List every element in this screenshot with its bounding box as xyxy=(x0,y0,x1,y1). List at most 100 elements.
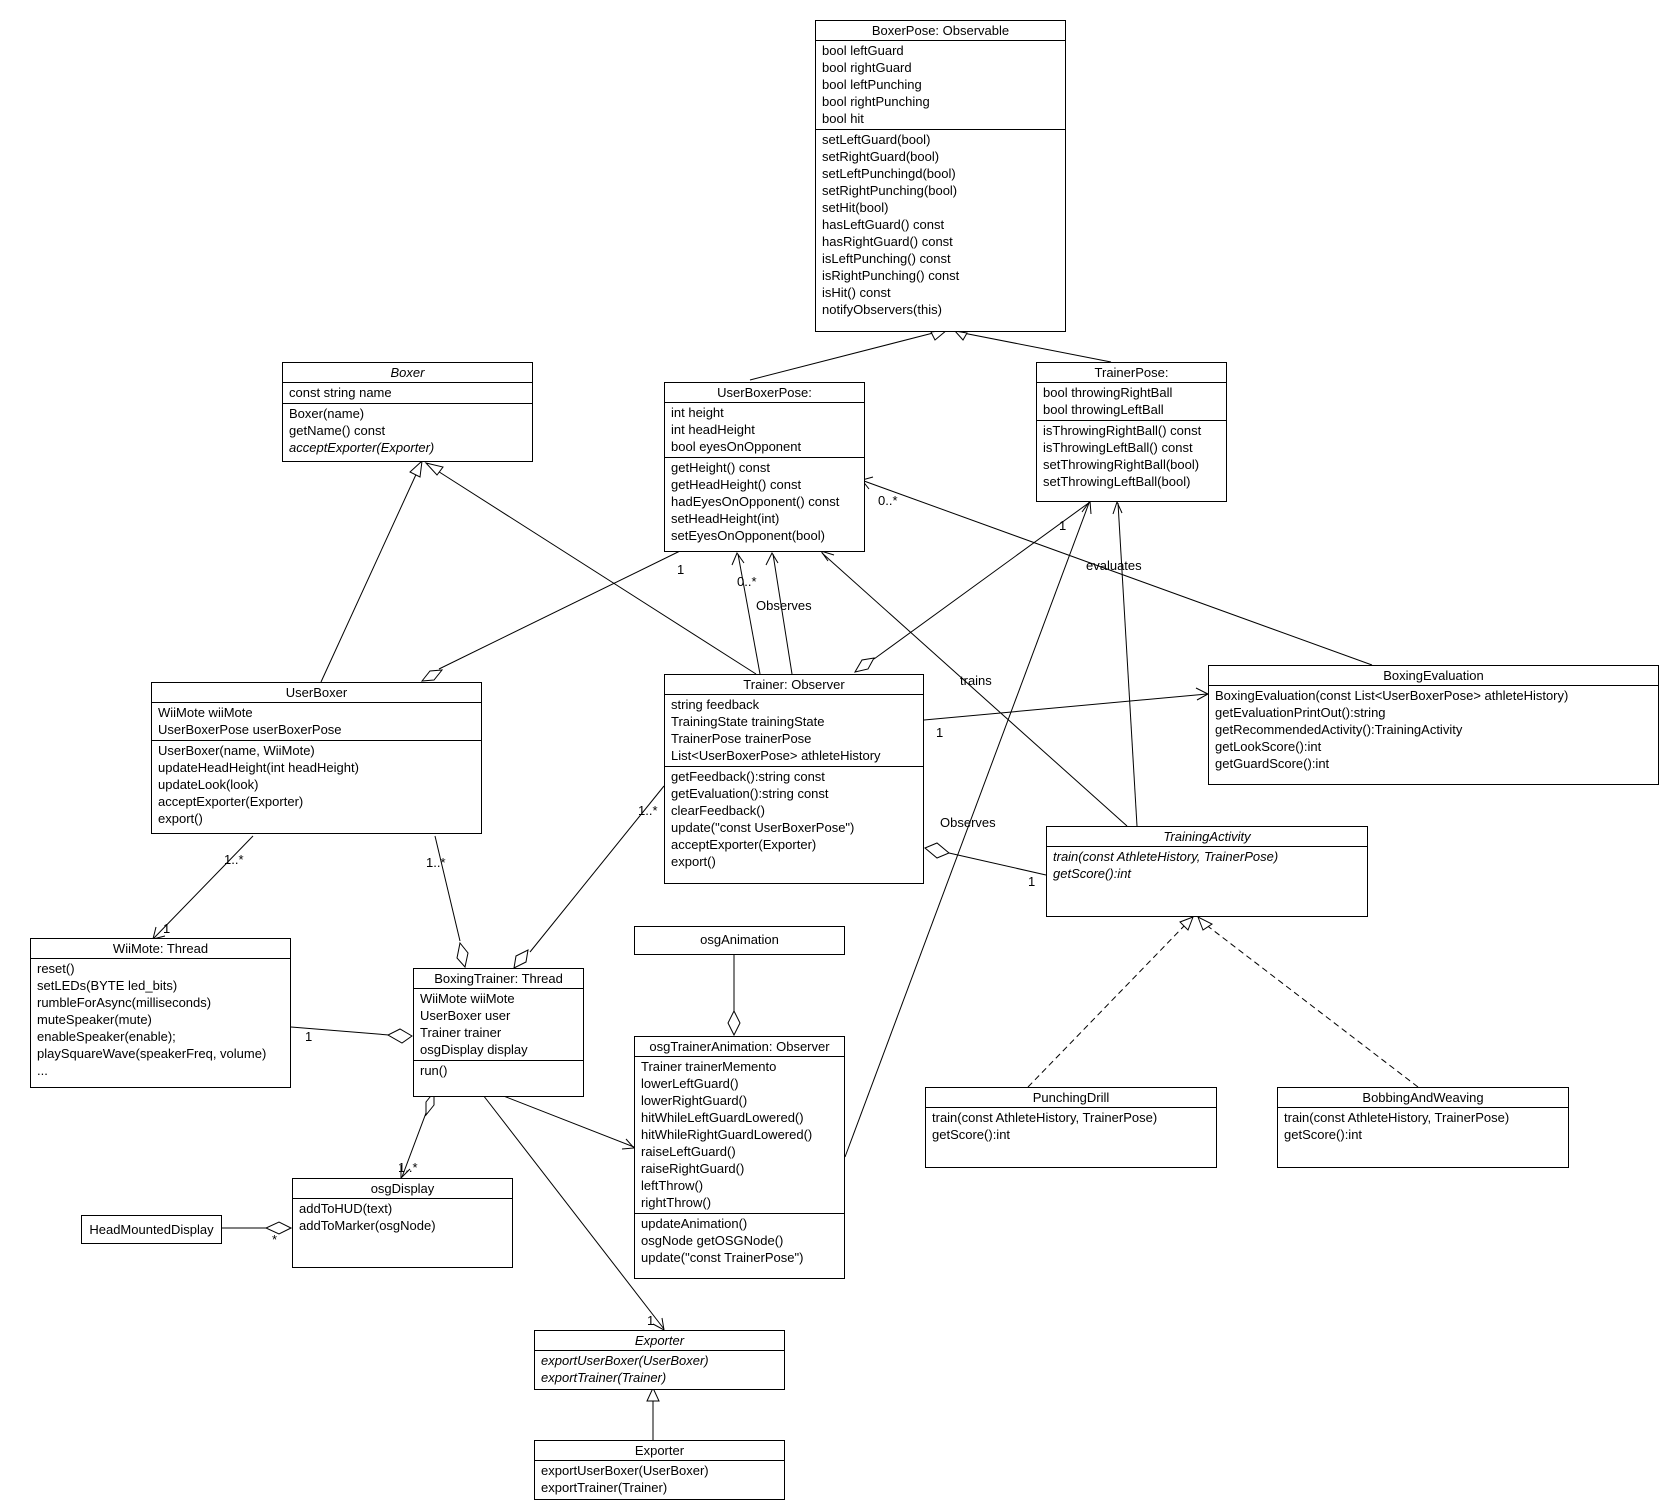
class-headmounteddisplay: HeadMountedDisplay xyxy=(81,1215,222,1244)
attribute: UserBoxerPose userBoxerPose xyxy=(158,722,342,737)
class-title: UserBoxer xyxy=(152,683,481,703)
arrowhead xyxy=(1112,500,1123,515)
method: osgNode getOSGNode() xyxy=(641,1233,784,1248)
trainer-evaluation-association xyxy=(923,693,1208,721)
trainer-observes-ubp-2 xyxy=(772,553,793,675)
trainer-trainingactivity-aggregation xyxy=(948,852,1047,876)
method: notifyObservers(this) xyxy=(822,302,942,317)
class-boxerpose: BoxerPose: Observable bool leftGuard boo… xyxy=(815,20,1066,332)
class-exporter-concrete: Exporter exportUserBoxer(UserBoxer) expo… xyxy=(534,1440,785,1500)
class-methods: BoxingEvaluation(const List<UserBoxerPos… xyxy=(1209,686,1658,774)
class-attributes: string feedback TrainingState trainingSt… xyxy=(665,695,923,766)
class-title: WiiMote: Thread xyxy=(31,939,290,959)
class-exporter-abstract: Exporter exportUserBoxer(UserBoxer) expo… xyxy=(534,1330,785,1390)
method: getScore():int xyxy=(932,1127,1011,1142)
class-trainer: Trainer: Observer string feedback Traini… xyxy=(664,674,924,884)
aggregation-diamond xyxy=(420,669,444,682)
attribute: rightThrow() xyxy=(641,1195,712,1210)
method: run() xyxy=(420,1063,448,1078)
method: exportTrainer(Trainer) xyxy=(541,1370,667,1385)
trainerpose-generalization xyxy=(957,331,1112,363)
arrowhead xyxy=(819,550,835,562)
method: isThrowingRightBall() const xyxy=(1043,423,1202,438)
boxingtrainer-trainer-aggregation xyxy=(529,785,665,953)
multiplicity-label: 1..* xyxy=(426,855,446,870)
attribute: UserBoxer user xyxy=(420,1008,511,1023)
class-boxingevaluation: BoxingEvaluation BoxingEvaluation(const … xyxy=(1208,665,1659,785)
multiplicity-label: 1..* xyxy=(224,852,244,867)
userboxer-ubp-aggregation xyxy=(438,550,681,670)
attribute: lowerLeftGuard() xyxy=(641,1076,739,1091)
method: enableSpeaker(enable); xyxy=(37,1029,176,1044)
association-label: Observes xyxy=(756,598,812,613)
class-title: Exporter xyxy=(535,1331,784,1351)
class-osganimation: osgAnimation xyxy=(634,926,845,955)
method: exportUserBoxer(UserBoxer) xyxy=(541,1463,709,1478)
userboxer-generalization xyxy=(320,467,420,683)
class-boxer: Boxer const string name Boxer(name) getN… xyxy=(282,362,533,462)
userboxerpose-generalization xyxy=(749,331,938,381)
class-wiimote: WiiMote: Thread reset() setLEDs(BYTE led… xyxy=(30,938,291,1088)
multiplicity-label: 1..* xyxy=(398,1160,418,1175)
arrowhead xyxy=(621,1138,636,1150)
method: getName() const xyxy=(289,423,386,438)
method: getRecommendedActivity():TrainingActivit… xyxy=(1215,722,1463,737)
method: setEyesOnOpponent(bool) xyxy=(671,528,825,543)
method: setRightPunching(bool) xyxy=(822,183,958,198)
class-title: BoxingTrainer: Thread xyxy=(414,969,583,989)
class-bobbingandweaving: BobbingAndWeaving train(const AthleteHis… xyxy=(1277,1087,1569,1168)
class-title: Trainer: Observer xyxy=(665,675,923,695)
class-title: osgDisplay xyxy=(293,1179,512,1199)
class-methods: addToHUD(text) addToMarker(osgNode) xyxy=(293,1199,512,1236)
attribute: WiiMote wiiMote xyxy=(420,991,515,1006)
method: acceptExporter(Exporter) xyxy=(289,440,435,455)
multiplicity-label: 1 xyxy=(677,562,685,577)
aggregation-diamond xyxy=(924,842,950,859)
multiplicity-label: 0..* xyxy=(878,493,898,508)
multiplicity-label: * xyxy=(272,1232,278,1247)
method: hasLeftGuard() const xyxy=(822,217,945,232)
class-attributes: const string name xyxy=(283,383,532,403)
class-attributes: WiiMote wiiMote UserBoxerPose userBoxerP… xyxy=(152,703,481,740)
method: isLeftPunching() const xyxy=(822,251,951,266)
method: getScore():int xyxy=(1053,866,1132,881)
attribute: osgDisplay display xyxy=(420,1042,528,1057)
method: getLookScore():int xyxy=(1215,739,1322,754)
class-userboxer: UserBoxer WiiMote wiiMote UserBoxerPose … xyxy=(151,682,482,834)
trainer-generalization xyxy=(432,467,757,675)
attribute: leftThrow() xyxy=(641,1178,704,1193)
multiplicity-label: 1 xyxy=(163,921,171,936)
class-trainerpose: TrainerPose: bool throwingRightBall bool… xyxy=(1036,362,1227,502)
method: updateLook(look) xyxy=(158,777,259,792)
multiplicity-label: 1 xyxy=(936,725,944,740)
method: acceptExporter(Exporter) xyxy=(158,794,304,809)
aggregation-diamond xyxy=(386,1028,413,1044)
method: setHeadHeight(int) xyxy=(671,511,780,526)
method: update("const UserBoxerPose") xyxy=(671,820,855,835)
method: setThrowingRightBall(bool) xyxy=(1043,457,1200,472)
class-methods: reset() setLEDs(BYTE led_bits) rumbleFor… xyxy=(31,959,290,1081)
evaluates-line xyxy=(863,480,1373,666)
method: clearFeedback() xyxy=(671,803,765,818)
class-methods: getFeedback():string const getEvaluation… xyxy=(665,766,923,872)
attribute: List<UserBoxerPose> athleteHistory xyxy=(671,748,881,763)
class-attributes: WiiMote wiiMote UserBoxer user Trainer t… xyxy=(414,989,583,1060)
class-boxingtrainer: BoxingTrainer: Thread WiiMote wiiMote Us… xyxy=(413,968,584,1097)
class-title: PunchingDrill xyxy=(926,1088,1216,1108)
boxingtrainer-userboxer-aggregation xyxy=(434,835,461,942)
animation-trainerpose xyxy=(844,502,1090,1158)
class-methods: exportUserBoxer(UserBoxer) exportTrainer… xyxy=(535,1461,784,1498)
method: getScore():int xyxy=(1284,1127,1363,1142)
class-methods: getHeight() const getHeadHeight() const … xyxy=(665,457,864,546)
aggregation-diamond xyxy=(513,949,529,969)
attribute: int headHeight xyxy=(671,422,755,437)
aggregation-diamond xyxy=(425,1090,435,1117)
attribute: bool leftGuard xyxy=(822,43,904,58)
method: train(const AthleteHistory, TrainerPose) xyxy=(932,1110,1158,1125)
trainer-observes-ubp-1 xyxy=(737,553,761,675)
attribute: int height xyxy=(671,405,724,420)
method: export() xyxy=(671,854,716,869)
userboxer-wiimote-association xyxy=(153,835,254,939)
method: getHeadHeight() const xyxy=(671,477,802,492)
attribute: hitWhileLeftGuardLowered() xyxy=(641,1110,804,1125)
